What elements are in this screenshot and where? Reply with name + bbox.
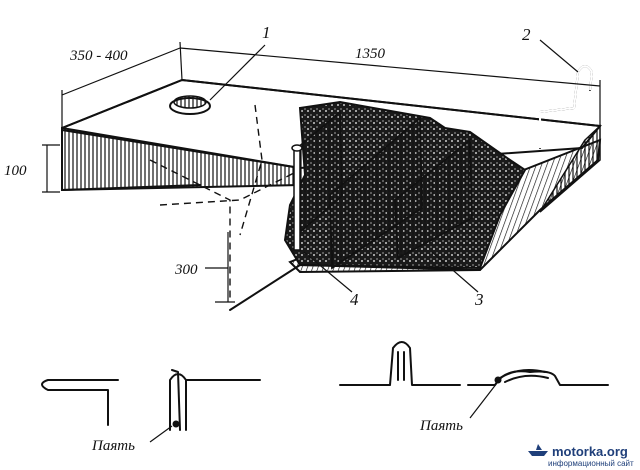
boat-logo-icon [528,444,548,456]
tank-right-face [539,124,601,213]
baffle-plate-2 [394,138,473,260]
callout-4: 4 [350,290,359,309]
hidden-edge-1 [149,159,231,300]
fuel-outlet-pipe-inner [539,65,594,148]
callout-2: 2 [522,25,531,44]
watermark-site: motorka.org [552,444,628,459]
hidden-edge-3 [239,104,263,236]
seam-detail-right-a [339,341,461,386]
seam-label-right: Паять [419,418,463,434]
standpipe [291,144,303,251]
callout-1: 1 [262,23,271,42]
seam-detail-right-b [467,369,609,419]
filler-cap [169,95,211,115]
dim-height-front: 100 [4,163,27,179]
seam-detail-left-a [41,379,119,426]
callout-3: 3 [474,290,484,309]
watermark: motorka.org информационный сайт [528,444,634,468]
hidden-edge-2 [159,169,301,206]
dim-length: 1350 [355,46,386,62]
seam-detail-left-b [149,369,261,443]
dimension-lines [42,39,601,303]
tank-bottom-edge [61,184,481,311]
dim-height-depth: 300 [174,262,198,278]
seam-label-left: Паять [91,438,135,454]
dim-width: 350 - 400 [69,48,128,64]
watermark-tagline: информационный сайт [548,459,634,468]
